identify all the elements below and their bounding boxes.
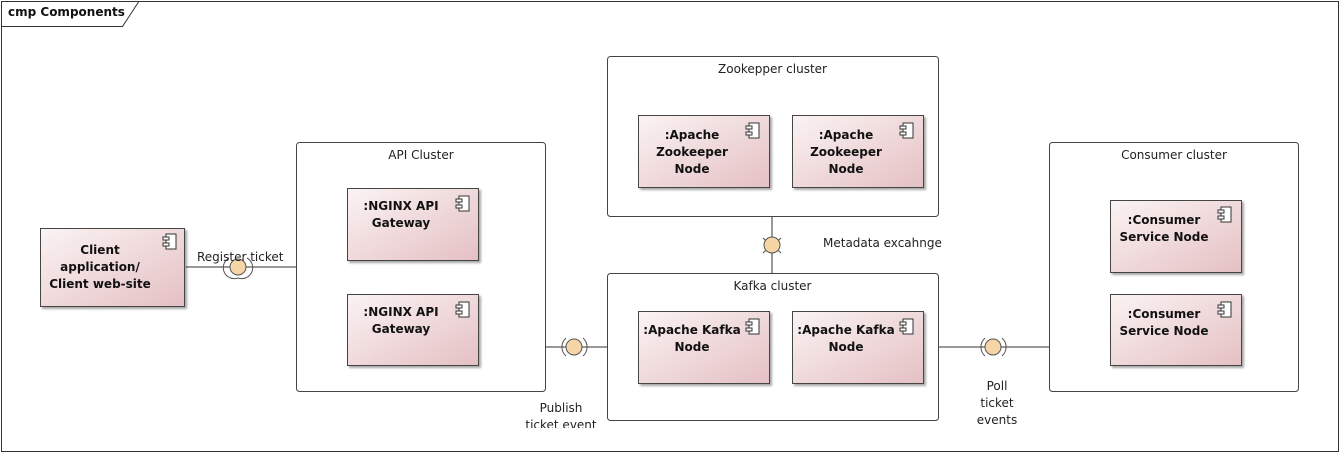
- frame-title: cmp Components: [8, 5, 125, 19]
- interfaces: [222, 236, 1007, 357]
- socket-publish: [561, 337, 567, 357]
- kafka-component-label-2: :Apache Kafka Node: [797, 323, 895, 354]
- components: [40, 115, 1242, 384]
- interface-publish: [565, 338, 583, 356]
- consumer-cluster-title: Consumer cluster: [1121, 148, 1227, 162]
- kafka-component-label-1: :Apache Kafka Node: [643, 323, 741, 354]
- metadata-exchange-label: Metadata excahnge: [823, 236, 942, 250]
- nginx-component-label-1: :NGINX API Gateway: [363, 199, 439, 230]
- interface-metadata: [763, 236, 781, 254]
- api-cluster-title: API Cluster: [388, 148, 454, 162]
- socket-poll: [980, 337, 986, 357]
- client-component-box: [40, 228, 185, 307]
- consumer-component-label-1: :Consumer Service Node: [1119, 213, 1209, 244]
- register-ticket-label: Register ticket: [197, 250, 284, 264]
- interface-register: [229, 258, 247, 276]
- client-component-label: Client application/ Client web-site: [49, 243, 151, 291]
- zookeeper-cluster-title: Zookepper cluster: [718, 62, 827, 76]
- zookeeper-component-label-1: :Apache Zookeeper Node: [656, 127, 728, 176]
- interface-poll: [984, 338, 1002, 356]
- frame-title-tab: [1, 1, 139, 27]
- kafka-cluster-title: Kafka cluster: [733, 279, 812, 293]
- consumer-component-label-2: :Consumer Service Node: [1119, 307, 1209, 338]
- socket-register: [222, 257, 239, 280]
- zookeeper-component-label-2: :Apache Zookeeper Node: [810, 127, 882, 176]
- nginx-component-label-2: :NGINX API Gateway: [363, 305, 439, 336]
- publish-ticket-event-label: Publish ticket event: [525, 401, 597, 428]
- poll-ticket-events-label: Poll ticket events: [976, 379, 1018, 427]
